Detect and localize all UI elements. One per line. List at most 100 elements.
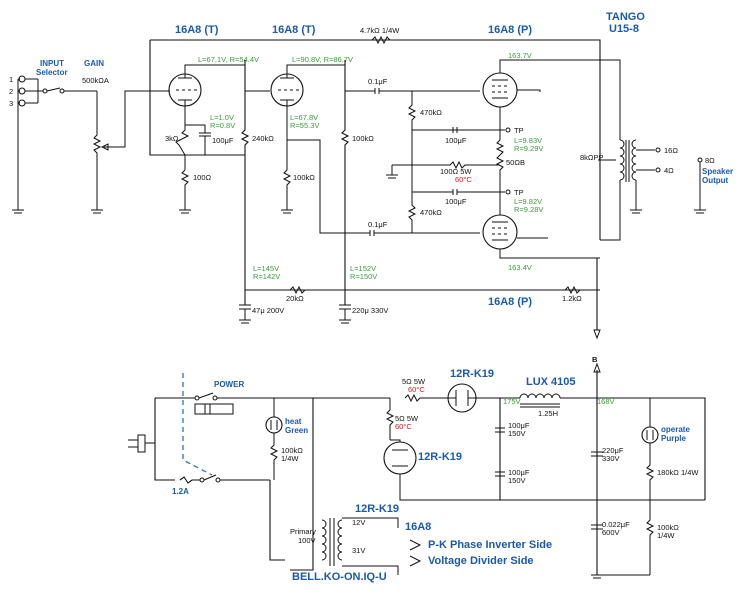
pri-label: 8kΩPP — [580, 153, 604, 162]
r-k2-label: 100kΩ — [293, 173, 315, 182]
v7b-readout: R=9.28V — [514, 205, 543, 214]
pot-b-label: 50ΩB — [506, 158, 525, 167]
primary-volt: 100V — [298, 536, 316, 545]
v12-readout: 168V — [597, 397, 615, 406]
c-f4-volt: 600V — [602, 528, 620, 537]
output-label: Output — [702, 176, 729, 185]
tube-v1-label: 16A8 (T) — [175, 24, 219, 36]
heat-color: Green — [285, 426, 308, 435]
port-1-label: 1 — [9, 75, 13, 84]
c-f3-label: 220μF — [602, 446, 624, 455]
rectifier-lower: 5Ω 5W 60°C 12R-K19 — [383, 398, 705, 501]
v9a-readout: L=152V — [350, 264, 376, 273]
c-dec1-label: 47μ 200V — [252, 306, 284, 315]
r-fb-label: 4.7kΩ 1/4W — [360, 26, 400, 35]
input-label: INPUT — [40, 59, 64, 68]
surge1-label: 5Ω 5W — [402, 377, 426, 386]
c-f2-label: 100μF — [508, 468, 530, 477]
power-transformer: Primary 100V 12V 31V 12R-K19 16A8 P-K Ph… — [290, 503, 552, 583]
heat-label: heat — [285, 417, 302, 426]
rectifier-upper: 60°C 5Ω 5W 12R-K19 — [402, 368, 500, 413]
tango-model: U15-8 — [609, 23, 639, 35]
selector-label: Selector — [36, 68, 68, 77]
c-b1-label: 100μF — [445, 136, 467, 145]
gain-pot: GAIN 500kΩA — [82, 59, 150, 214]
r-p2-label: 100kΩ — [352, 134, 374, 143]
r-bl2-label: 100kΩ — [657, 523, 679, 532]
v10-readout: 163.4V — [508, 263, 532, 272]
pk-side-label: P-K Phase Inverter Side — [428, 539, 552, 551]
surge2-label: 5Ω 5W — [395, 414, 419, 423]
node-b-label: B — [592, 355, 598, 364]
surge2-temp: 60°C — [395, 422, 412, 431]
rect1-label: 12R-K19 — [450, 368, 494, 380]
v9b-readout: R=150V — [350, 272, 377, 281]
tube-v2: 16A8 (T) L=90.8V, R=86.7V L=67.8V R=55.3… — [270, 24, 370, 234]
tp2-label: TP — [514, 188, 524, 197]
tube-v2-label: 16A8 (T) — [272, 24, 316, 36]
power-tube-lower: 163.4V — [482, 214, 600, 272]
tap4-label: 4Ω — [664, 166, 674, 175]
c-f3-volt: 330V — [602, 454, 620, 463]
r-dec-label: 20kΩ — [286, 294, 304, 303]
power-switch: POWER 1.2A — [172, 373, 270, 496]
power-tube-upper: 16A8 (P) 163.7V — [482, 24, 600, 108]
c-f1-volt: 150V — [508, 429, 526, 438]
operate-lamp: operate Purple 180kΩ 1/4W 100kΩ 1/4W — [597, 398, 699, 576]
power-supply-section: POWER 1.2A heat Green 100kΩ 1/4W — [128, 362, 706, 583]
c-b2-label: 100μF — [445, 197, 467, 206]
c-dec2-label: 220μ 330V — [352, 306, 388, 315]
surge1-temp: 60°C — [408, 385, 425, 394]
mains-plug — [128, 397, 195, 481]
rect3-label: 12R-K19 — [355, 503, 399, 515]
r-bias-label: 100Ω 5W — [440, 167, 472, 176]
r-heat-rating: 1/4W — [281, 454, 299, 463]
input-jacks: 1 2 3 INPUT Selector — [9, 59, 97, 214]
filter-section: LUX 4105 1.25H 175V 168V 100μF 150V 100μ… — [495, 362, 706, 579]
operate-label: operate — [661, 425, 690, 434]
v5a-readout: L=67.8V — [290, 113, 318, 122]
heater-tube-label: 16A8 — [405, 521, 431, 533]
tango-label: TANGO — [606, 11, 645, 23]
speaker-label: Speaker — [702, 167, 733, 176]
c-f2-volt: 150V — [508, 476, 526, 485]
v7a-readout: L=9.82V — [514, 197, 542, 206]
v6a-readout: L=9.83V — [514, 136, 542, 145]
v5b-readout: R=55.3V — [290, 121, 319, 130]
sec12-label: 12V — [352, 518, 365, 527]
power-label: POWER — [214, 380, 244, 389]
amplifier-section: 1 2 3 INPUT Selector GAIN 500kΩA 4.7kΩ 1… — [9, 11, 733, 364]
r-bl1-label: 180kΩ 1/4W — [657, 468, 699, 477]
operate-color: Purple — [661, 434, 686, 443]
fuse-label: 1.2A — [172, 487, 189, 496]
gain-value: 500kΩA — [82, 76, 109, 85]
port-2-label: 2 — [9, 87, 13, 96]
bias-network: 470kΩ 470kΩ 100Ω 5W 60°C 100μF 100μF 50Ω… — [386, 91, 543, 233]
transformer-label: BELL.KO-ON.IQ-U — [292, 571, 387, 583]
vd-side-label: Voltage Divider Side — [428, 555, 534, 567]
r-dec2-label: 1.2kΩ — [562, 294, 582, 303]
v2-readout: L=90.8V, R=86.7V — [292, 55, 353, 64]
heat-lamp: heat Green 100kΩ 1/4W — [265, 398, 308, 480]
r-g1-label: 100Ω — [193, 173, 212, 182]
primary-label: Primary — [290, 527, 316, 536]
r-heat-label: 100kΩ — [281, 446, 303, 455]
coupling-caps: 0.1μF 0.1μF — [368, 77, 480, 236]
port-3-label: 3 — [9, 99, 13, 108]
sec31-label: 31V — [352, 546, 365, 555]
c-k1-label: 100μF — [212, 136, 234, 145]
v11-readout: 175V — [503, 397, 521, 406]
v4a-readout: L=1.0V — [210, 113, 234, 122]
rect2-label: 12R-K19 — [418, 451, 462, 463]
r-bias-temp: 60°C — [455, 175, 472, 184]
cathode-network-1: 3kΩ 100μF L=1.0V R=0.8V 100Ω — [165, 113, 235, 214]
output-transformer: TANGO U15-8 8kΩPP 16Ω 4Ω — [580, 11, 678, 241]
tube-p2-label: 16A8 (P) — [488, 296, 532, 308]
r-k1-label: 3kΩ — [165, 134, 179, 143]
v4b-readout: R=0.8V — [210, 121, 235, 130]
tp1-label: TP — [514, 126, 524, 135]
choke-value: 1.25H — [538, 409, 558, 418]
v8b-readout: R=142V — [253, 272, 280, 281]
c-f4-label: 0.022μF — [602, 520, 630, 529]
